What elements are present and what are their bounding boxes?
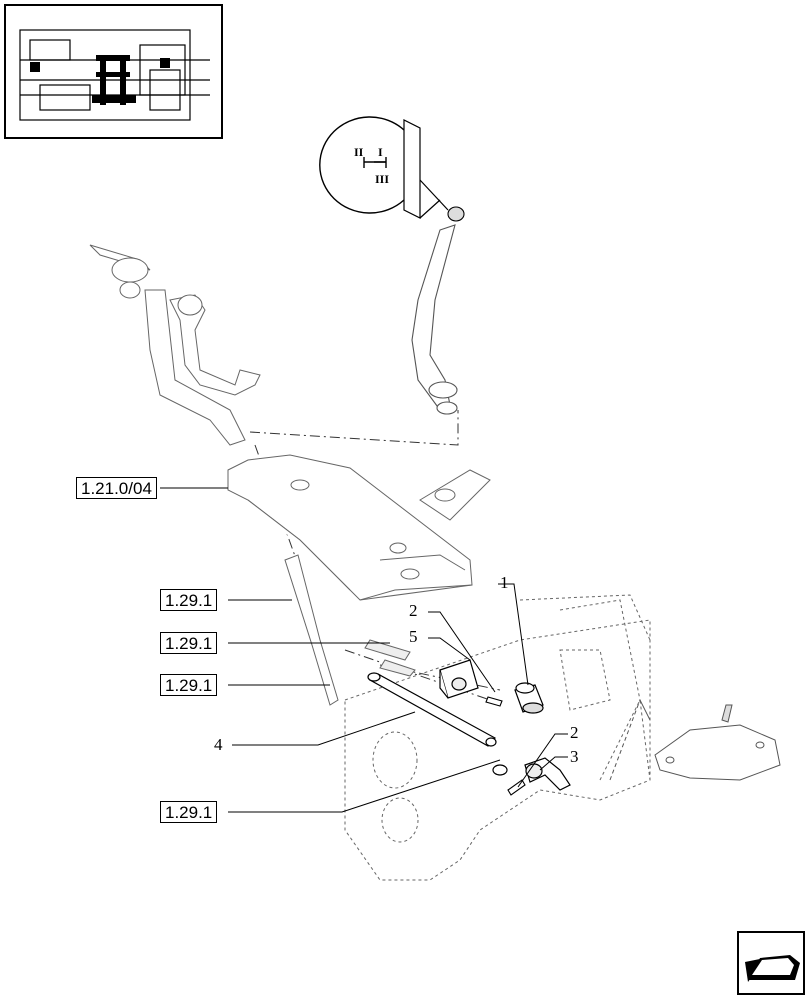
threaded-rod <box>284 554 416 706</box>
gear-label-top-right: I <box>378 145 383 159</box>
gearbox-casing <box>344 594 651 881</box>
reference-link-1-21-0-04[interactable]: 1.21.0/04 <box>76 477 157 499</box>
gear-label-bottom-right: III <box>375 172 389 186</box>
callout-2-lower: 2 <box>570 723 579 742</box>
reference-link-1-29-1-a[interactable]: 1.29.1 <box>160 589 218 611</box>
bushing-part-1 <box>514 682 544 714</box>
pin-part-2-lower <box>507 779 526 796</box>
selector-fork-part-5 <box>439 659 479 699</box>
callout-2-upper: 2 <box>409 601 418 620</box>
shift-shaft-part-4 <box>367 672 497 747</box>
control-rod-assembly <box>89 244 261 446</box>
reference-link-1-29-1-d[interactable]: 1.29.1 <box>160 801 218 823</box>
pin-part-2-upper <box>485 696 503 707</box>
callout-4: 4 <box>214 735 223 754</box>
callout-3: 3 <box>570 747 579 766</box>
next-page-arrow-icon[interactable] <box>737 931 805 995</box>
leader-lines <box>160 487 568 813</box>
transmission-thumbnail-icon[interactable] <box>4 4 223 139</box>
shift-housing <box>227 454 491 601</box>
reference-link-1-29-1-b[interactable]: 1.29.1 <box>160 632 218 654</box>
gear-label-left: II <box>354 145 364 159</box>
gear-lever <box>411 206 465 415</box>
lever-arm-part-3 <box>492 757 571 791</box>
reference-link-1-29-1-c[interactable]: 1.29.1 <box>160 674 218 696</box>
callout-5: 5 <box>409 627 418 646</box>
cover-plate <box>609 699 781 781</box>
gear-pattern-badge: II I III <box>319 116 449 219</box>
callout-1: 1 <box>500 573 509 592</box>
